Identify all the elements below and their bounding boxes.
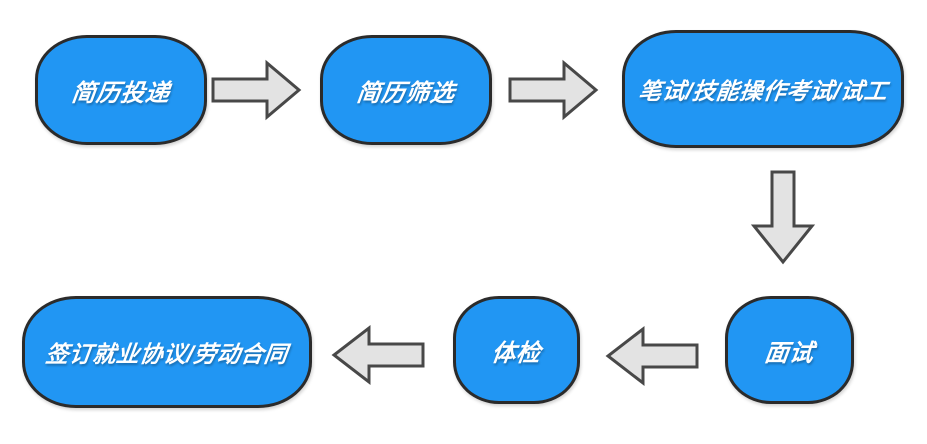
node-physical-exam: 体检 <box>453 296 580 404</box>
arrow-left-icon <box>605 325 699 387</box>
node-resume-screening: 简历筛选 <box>320 35 492 145</box>
arrow-right-icon <box>211 59 302 121</box>
arrow-down-icon <box>750 170 816 265</box>
arrow-left-icon <box>331 324 425 386</box>
arrow-right-icon <box>508 59 599 121</box>
node-interview: 面试 <box>725 296 854 404</box>
node-resume-submission: 简历投递 <box>35 35 207 145</box>
node-sign-contract-label: 签订就业协议/劳动合同 <box>44 341 290 367</box>
node-resume-submission-label: 简历投递 <box>69 79 172 107</box>
node-written-skill-test: 笔试/技能操作考试/试工 <box>622 30 904 148</box>
node-sign-contract: 签订就业协议/劳动合同 <box>22 296 312 408</box>
node-resume-screening-label: 简历筛选 <box>354 79 457 107</box>
node-physical-exam-label: 体检 <box>489 339 543 367</box>
node-interview-label: 面试 <box>762 339 816 367</box>
node-written-skill-test-label: 笔试/技能操作考试/试工 <box>636 78 889 104</box>
